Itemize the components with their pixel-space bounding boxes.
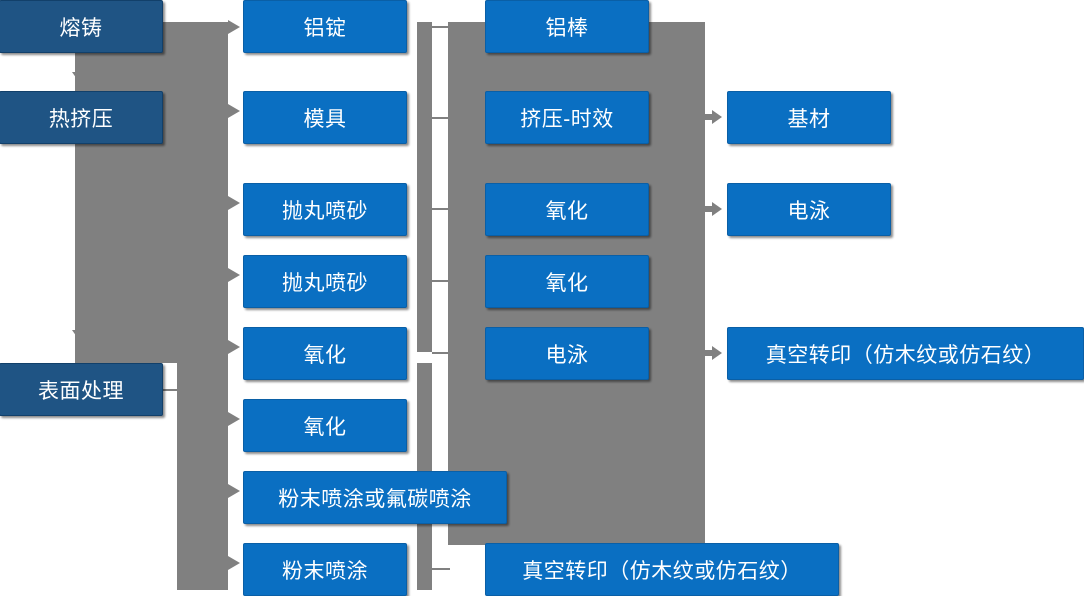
material-box-powder-spray[interactable]: 粉末喷涂: [243, 543, 407, 596]
process-box-oxidation-2-label: 氧化: [545, 271, 589, 295]
bridge-bar-upper: [417, 22, 432, 352]
process-box-extrusion-aging[interactable]: 挤压-时效: [485, 91, 649, 144]
surface-treatment-connector-line: [163, 389, 185, 391]
material-box-shot-blasting-1[interactable]: 抛丸喷砂: [243, 183, 407, 236]
material-box-oxidation-2[interactable]: 氧化: [243, 399, 407, 452]
material-box-aluminum-ingot[interactable]: 铝锭: [243, 0, 407, 53]
material-box-oxidation-2-label: 氧化: [303, 415, 347, 439]
bridge-rung-3: [432, 208, 450, 210]
material-box-mould[interactable]: 模具: [243, 91, 407, 144]
material-box-powder-spray-label: 粉末喷涂: [282, 559, 368, 583]
material-box-powder-or-fluorocarbon-spray-label: 粉末喷涂或氟碳喷涂: [278, 487, 472, 511]
process-box-oxidation-1-label: 氧化: [545, 199, 589, 223]
output-box-electrophoresis[interactable]: 电泳: [727, 183, 891, 236]
output-box-base-material[interactable]: 基材: [727, 91, 891, 144]
stage-melt-cast-down-arrow-icon: [72, 72, 86, 82]
spine-tip-oxidation-1: [228, 340, 240, 354]
bridge-rung-6: [432, 568, 450, 570]
stage-box-surface-treatment-label: 表面处理: [38, 379, 124, 403]
process-box-electrophoresis[interactable]: 电泳: [485, 327, 649, 380]
material-box-shot-blasting-2[interactable]: 抛丸喷砂: [243, 255, 407, 308]
process-box-oxidation-2[interactable]: 氧化: [485, 255, 649, 308]
spine-tip-aluminum-ingot: [228, 20, 240, 34]
material-box-oxidation-1-label: 氧化: [303, 343, 347, 367]
process-box-vacuum-transfer[interactable]: 真空转印（仿木纹或仿石纹）: [485, 543, 839, 596]
stage-hot-extrusion-down-arrow-icon: [72, 330, 86, 340]
spine-tip-shot-blasting-2: [228, 268, 240, 282]
stage-box-hot-extrusion-label: 热挤压: [48, 107, 114, 131]
arrow-line-electrophoresis-to-vacuum: [705, 350, 717, 356]
material-box-powder-or-fluorocarbon-spray[interactable]: 粉末喷涂或氟碳喷涂: [243, 471, 507, 524]
process-box-vacuum-transfer-label: 真空转印（仿木纹或仿石纹）: [522, 559, 802, 583]
material-box-shot-blasting-2-label: 抛丸喷砂: [282, 271, 368, 295]
process-box-aluminum-bar-label: 铝棒: [545, 16, 589, 40]
stage-box-melt-cast-label: 熔铸: [59, 16, 103, 40]
spine-left-main-bar: [177, 22, 228, 590]
output-box-electrophoresis-label: 电泳: [787, 199, 831, 223]
process-box-oxidation-1[interactable]: 氧化: [485, 183, 649, 236]
arrow-head-oxidation-to-electrophoresis-icon: [712, 202, 722, 216]
bridge-rung-2: [432, 117, 450, 119]
bridge-rung-1: [432, 26, 450, 28]
process-box-aluminum-bar[interactable]: 铝棒: [485, 0, 649, 53]
material-box-mould-label: 模具: [303, 107, 347, 131]
arrow-line-extrusion-to-base: [705, 114, 717, 120]
process-box-extrusion-aging-label: 挤压-时效: [520, 107, 614, 131]
stage-box-melt-cast[interactable]: 熔铸: [0, 0, 163, 53]
spine-tip-powder-or-fluorocarbon: [228, 484, 240, 498]
spine-tip-mould: [228, 104, 240, 118]
spine-tip-oxidation-2: [228, 412, 240, 426]
output-box-base-material-label: 基材: [787, 107, 831, 131]
output-box-vacuum-transfer[interactable]: 真空转印（仿木纹或仿石纹）: [727, 327, 1084, 380]
material-box-shot-blasting-1-label: 抛丸喷砂: [282, 199, 368, 223]
material-box-oxidation-1[interactable]: 氧化: [243, 327, 407, 380]
process-box-electrophoresis-label: 电泳: [545, 343, 589, 367]
stage-box-hot-extrusion[interactable]: 热挤压: [0, 91, 163, 144]
bridge-rung-5: [432, 352, 450, 354]
arrow-line-oxidation-to-electrophoresis: [705, 206, 717, 212]
stage-box-surface-treatment[interactable]: 表面处理: [0, 363, 163, 416]
material-box-aluminum-ingot-label: 铝锭: [303, 16, 347, 40]
spine-tip-powder-spray: [228, 556, 240, 570]
arrow-head-electrophoresis-to-vacuum-icon: [712, 346, 722, 360]
arrow-head-extrusion-to-base-icon: [712, 110, 722, 124]
spine-left-upper-block: [75, 22, 179, 363]
bridge-rung-4: [432, 280, 450, 282]
spine-tip-shot-blasting-1: [228, 196, 240, 210]
output-box-vacuum-transfer-label: 真空转印（仿木纹或仿石纹）: [765, 343, 1046, 367]
